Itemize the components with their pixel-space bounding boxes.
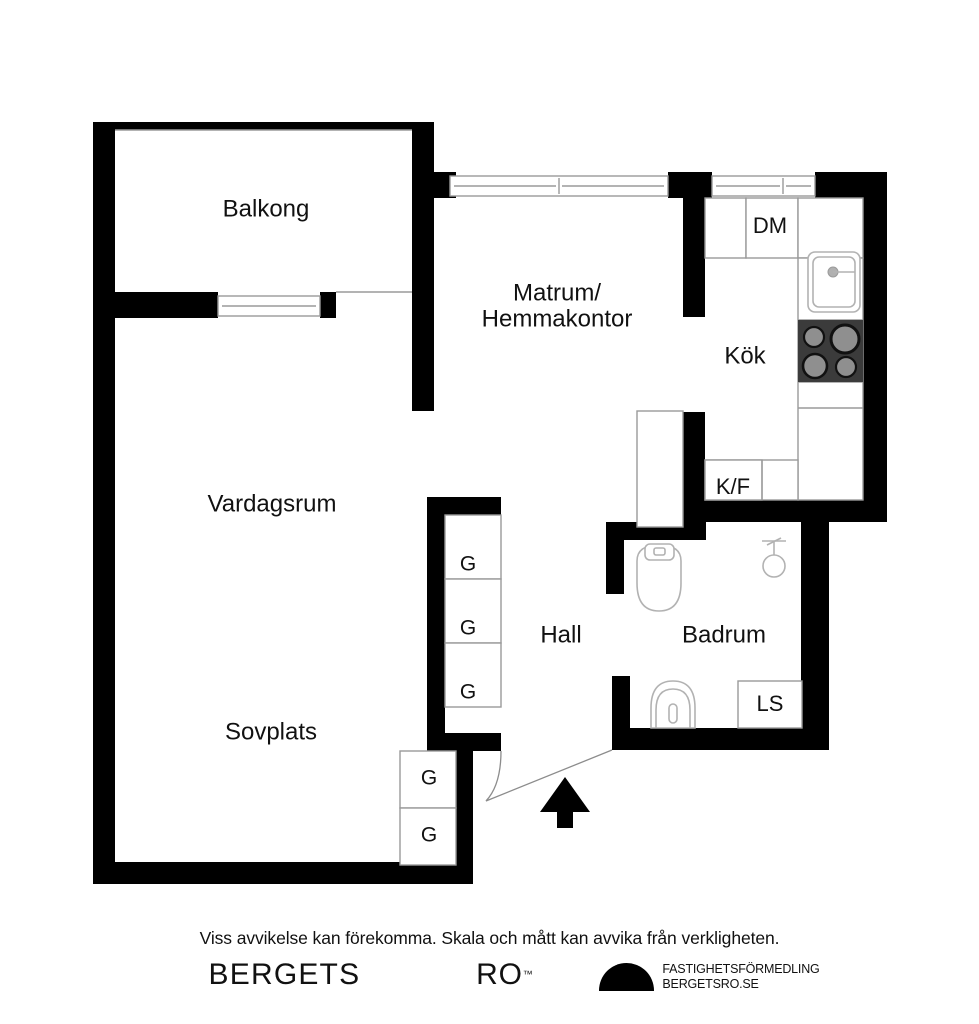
label-dm: DM xyxy=(753,213,787,238)
kitchen-counter-top-right xyxy=(797,197,864,259)
label-closet-3: G xyxy=(460,681,476,704)
wall-bathroom-right xyxy=(801,522,829,750)
wall-balcony-bottom-stub xyxy=(320,292,336,318)
brand-ro-wrap: RO™ xyxy=(409,958,599,992)
toilet-icon xyxy=(636,543,682,612)
closet-label-group: G G G G G xyxy=(421,553,476,847)
brand-bergets: BERGETS xyxy=(208,958,361,991)
matrum-tall-cabinet xyxy=(636,410,684,528)
agency-logo: FASTIGHETSFÖRMEDLING BERGETSRO.SE xyxy=(599,962,820,992)
wall-balcony-top xyxy=(93,122,433,130)
label-matrum-1: Matrum/ xyxy=(513,279,601,306)
wall-bathroom-bottom-left-pier xyxy=(612,676,630,750)
label-kok: Kök xyxy=(724,342,766,369)
closet-box-3 xyxy=(444,642,502,708)
appliance-label-group: DM K/F LS xyxy=(716,213,787,716)
wall-kok-top-corner xyxy=(837,172,887,198)
label-closet-2: G xyxy=(460,617,476,640)
brand-ro-trademark: ™ xyxy=(522,969,533,981)
agency-line-2: BERGETSRO.SE xyxy=(662,976,759,991)
wall-balcony-bottom xyxy=(93,292,218,318)
window-group xyxy=(217,175,816,317)
kitchen-counter-top-left xyxy=(704,197,747,259)
wall-kok-bottom-right-step xyxy=(863,460,887,522)
label-closet-5: G xyxy=(421,824,437,847)
closet-box-4 xyxy=(399,750,457,809)
wall-balcony-right xyxy=(412,122,434,311)
kitchen-counter-kf xyxy=(704,459,763,501)
wall-closet-bank-left xyxy=(427,497,445,733)
wall-balcony-left xyxy=(93,122,115,884)
wall-kok-outer-right xyxy=(863,172,887,472)
wall-matrum-kok-divider-lower xyxy=(683,412,705,522)
disclaimer-text: Viss avvikelse kan förekomma. Skala och … xyxy=(199,928,780,948)
closet-box-2 xyxy=(444,578,502,644)
label-hall: Hall xyxy=(540,621,581,648)
agency-text: FASTIGHETSFÖRMEDLING BERGETSRO.SE xyxy=(662,962,819,992)
wall-closet-bank-bottom xyxy=(427,733,501,751)
entrance-door-swing xyxy=(485,749,613,802)
brand-ro: RO xyxy=(476,958,523,991)
label-matrum-2: Hemmakontor xyxy=(482,305,633,332)
wall-group xyxy=(93,122,887,884)
window-balcony xyxy=(217,295,321,317)
logo-row: BERGETS RO™ FASTIGHETSFÖRMEDLING BERGETS… xyxy=(0,958,979,1018)
room-label-group: Balkong Matrum/ Hemmakontor Kök Vardagsr… xyxy=(208,195,767,745)
agency-cell: FASTIGHETSFÖRMEDLING BERGETSRO.SE xyxy=(599,958,820,992)
dome-icon xyxy=(599,962,655,991)
wall-hall-bathroom-left xyxy=(606,522,624,594)
entrance-group xyxy=(485,749,613,828)
label-balkong: Balkong xyxy=(223,195,310,222)
wall-kok-bottom xyxy=(683,500,887,522)
agency-line-1: FASTIGHETSFÖRMEDLING xyxy=(662,962,820,976)
label-sovplats: Sovplats xyxy=(225,718,317,745)
wall-closet-lower-left xyxy=(455,751,473,871)
closet-box-5 xyxy=(399,807,457,866)
wall-kok-top-right-pier xyxy=(815,172,837,198)
label-badrum: Badrum xyxy=(682,621,766,648)
shower-icon xyxy=(762,537,786,578)
label-closet-1: G xyxy=(460,553,476,576)
stove-icon xyxy=(798,320,863,382)
label-closet-4: G xyxy=(421,767,437,790)
wall-closet-bank-top xyxy=(427,497,501,515)
washbasin-icon xyxy=(650,680,696,729)
label-kf: K/F xyxy=(716,474,750,499)
bathroom-fixtures xyxy=(636,537,786,729)
entrance-arrow-icon xyxy=(540,777,590,828)
wall-balcony-right-lower xyxy=(412,286,434,411)
label-ls: LS xyxy=(757,691,784,716)
window-kok xyxy=(711,175,816,197)
bathroom-ls-unit xyxy=(737,680,803,729)
wall-matrum-top-pier-mid xyxy=(668,172,712,198)
wall-bathroom-bottom xyxy=(612,728,829,750)
kitchen-fixtures xyxy=(798,251,863,382)
kitchen-sink-icon xyxy=(807,251,861,313)
wall-matrum-kok-divider xyxy=(683,198,705,317)
label-vardagsrum: Vardagsrum xyxy=(208,490,337,517)
brand-ro-cell: RO™ xyxy=(409,958,599,992)
brand-bergets-cell: BERGETS xyxy=(159,958,409,992)
wall-bottom-outer xyxy=(93,862,473,884)
window-matrum xyxy=(449,175,669,197)
